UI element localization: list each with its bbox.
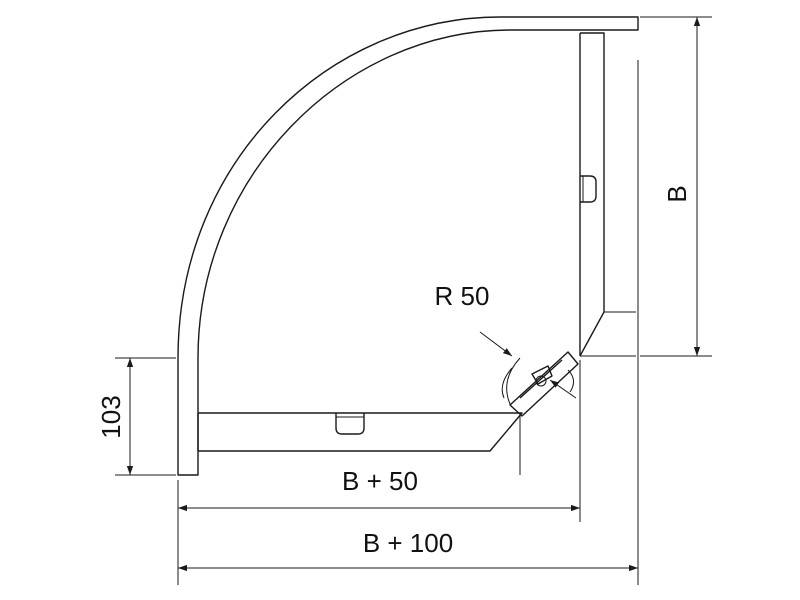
connector-clip-horizontal: [335, 413, 365, 435]
inner-vertical-section: [579, 32, 636, 357]
label-width-total: B + 100: [363, 528, 453, 558]
inner-corner-hinge: [501, 351, 579, 475]
label-height: B: [662, 185, 692, 202]
dimension-side-height: 103: [96, 357, 176, 476]
label-width-inner: B + 50: [342, 466, 418, 496]
connector-clip-vertical: [580, 175, 597, 203]
label-radius: R 50: [435, 281, 490, 311]
label-side-height: 103: [96, 395, 126, 438]
dimension-width-inner: B + 50: [178, 360, 581, 522]
outer-curved-wall: [177, 16, 639, 476]
dimension-width-total: B + 100: [177, 60, 639, 585]
inner-horizontal-section: [197, 412, 523, 452]
dimension-radius: R 50: [435, 281, 577, 399]
dimension-height: B: [640, 16, 712, 357]
